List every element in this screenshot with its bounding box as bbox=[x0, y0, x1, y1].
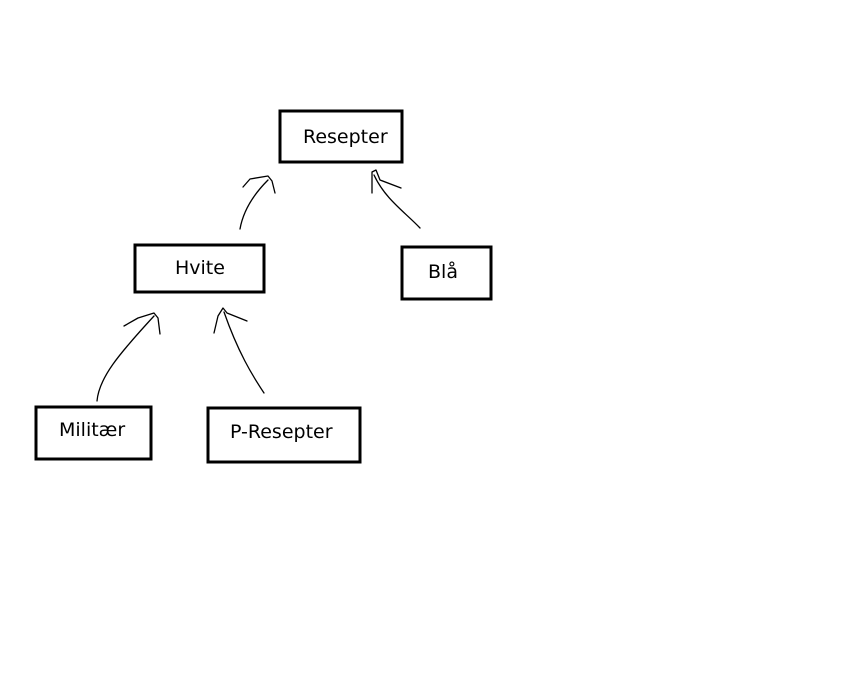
node-label-p-resepter: P-Resepter bbox=[230, 421, 333, 443]
edge-militaer-to-hvite bbox=[96, 312, 161, 402]
edges bbox=[96, 169, 421, 402]
node-hvite: Hvite bbox=[133, 243, 266, 294]
node-bla: Blå bbox=[400, 245, 493, 301]
edge-p-resepter-to-hvite bbox=[213, 307, 265, 394]
edge-hvite-to-resepter bbox=[239, 175, 276, 230]
node-p-resepter: P-Resepter bbox=[206, 406, 362, 464]
node-box-p-resepter bbox=[206, 406, 362, 464]
nodes: Resepter Hvite Blå Militær P-Resepter bbox=[34, 109, 493, 464]
node-label-bla: Blå bbox=[428, 260, 458, 283]
node-label-hvite: Hvite bbox=[175, 257, 225, 279]
node-label-resepter: Resepter bbox=[303, 126, 388, 148]
node-box-hvite bbox=[133, 243, 266, 294]
node-box-bla bbox=[400, 245, 493, 301]
edge-bla-to-resepter bbox=[371, 169, 421, 229]
node-box-militaer bbox=[34, 405, 153, 461]
node-label-militaer: Militær bbox=[59, 419, 125, 441]
node-resepter: Resepter bbox=[278, 109, 404, 164]
node-box-resepter bbox=[278, 109, 404, 164]
node-militaer: Militær bbox=[34, 405, 153, 461]
